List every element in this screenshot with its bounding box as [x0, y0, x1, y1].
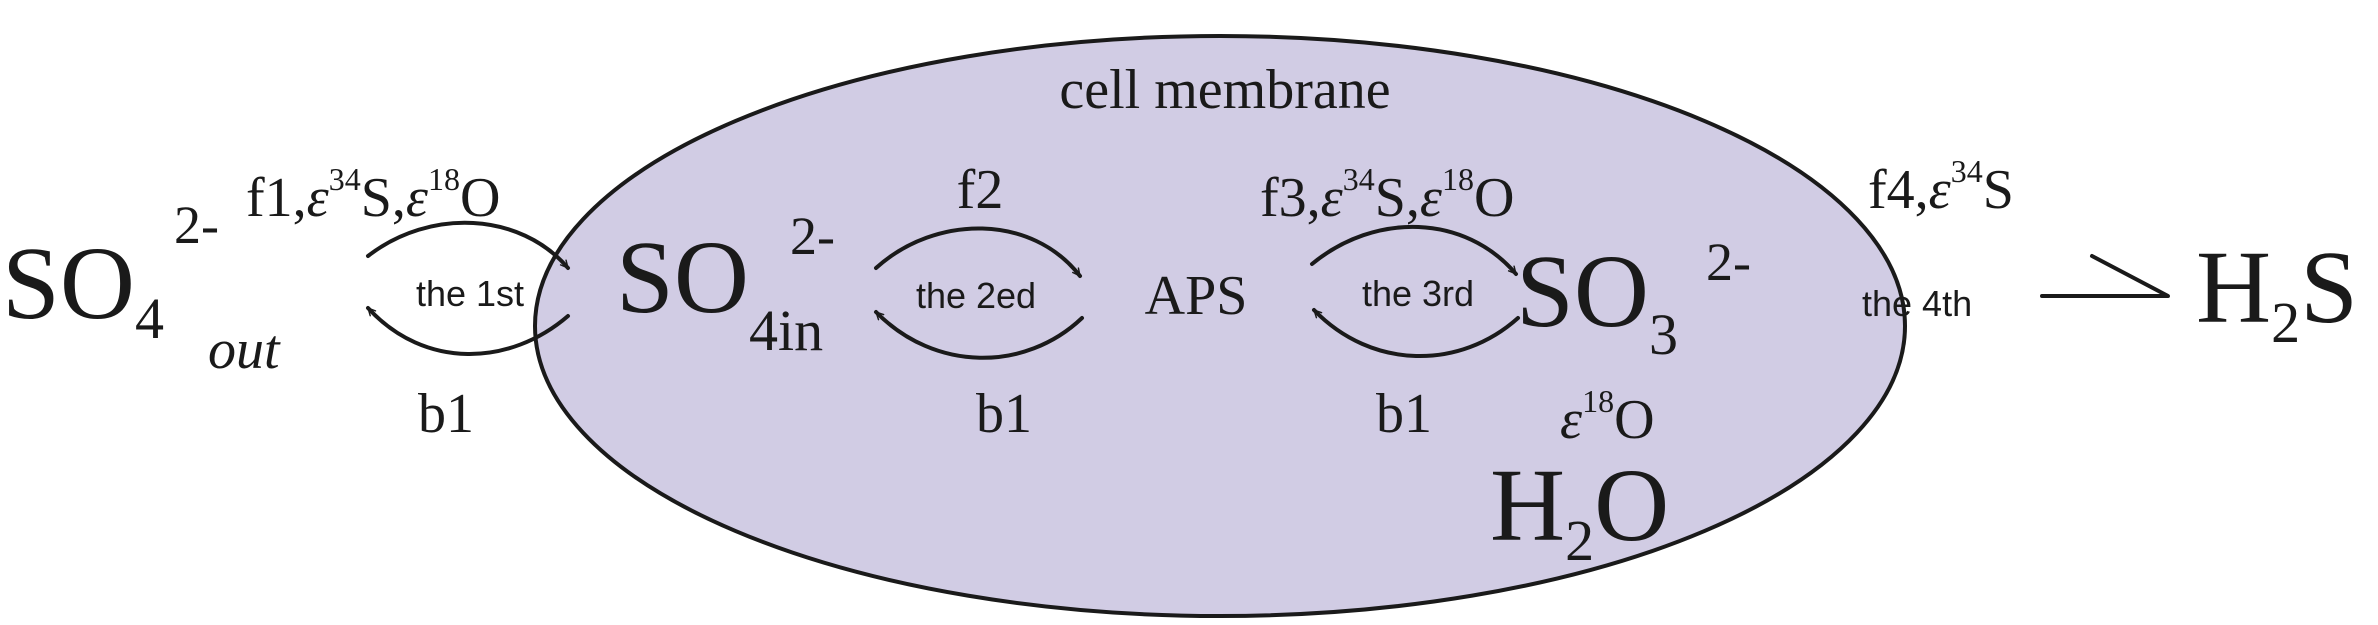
- step-2-forward-arrow: [874, 226, 1082, 278]
- so3-sub: 3: [1649, 302, 1678, 367]
- species-so3: SO3 2-: [1516, 232, 1751, 367]
- h2o-sub: 2: [1565, 508, 1594, 573]
- species-aps: APS: [1145, 265, 1248, 327]
- so3-sup: 2-: [1706, 232, 1751, 292]
- step-3-forward-arrow: [1310, 225, 1518, 276]
- step-4-forward-label: f4,ε34S: [1868, 153, 2014, 221]
- step-1-back-arrow: [366, 306, 570, 356]
- step-1: f1,ε34S,ε18O the 1st b1: [246, 161, 570, 445]
- h2o-pre: H: [1490, 448, 1565, 563]
- step-2-back-arrow: [874, 310, 1084, 360]
- h2s-sub: 2: [2271, 290, 2300, 355]
- svg-text:SO42-: SO42-: [2, 195, 219, 351]
- species-so4-out: SO42- out: [2, 195, 281, 381]
- so4-in-sub: 4in: [749, 298, 823, 363]
- step-4: f4,ε34S the 4th: [1862, 153, 2170, 324]
- species-so4-in: SO4in 2-: [616, 206, 835, 363]
- step-3-back-arrow: [1312, 308, 1520, 358]
- species-h2o: ε18O H2O: [1490, 383, 1669, 573]
- cell-membrane-ellipse: [533, 34, 1907, 618]
- step-3-forward-label: f3,ε34S,ε18O: [1260, 161, 1514, 229]
- step-2-label: the 2ed: [916, 275, 1036, 316]
- so4-in-sup: 2-: [790, 206, 835, 266]
- step-3-back-label: b1: [1376, 383, 1432, 445]
- so4-out-sup: 2-: [174, 195, 219, 255]
- h2s-post: S: [2300, 230, 2358, 345]
- step-1-back-label: b1: [418, 383, 474, 445]
- step-3: f3,ε34S,ε18O the 3rd b1: [1260, 161, 1520, 445]
- svg-text:SO4in: SO4in: [616, 220, 823, 363]
- h2o-epsilon-label: ε18O: [1560, 383, 1655, 451]
- svg-text:SO3: SO3: [1516, 234, 1678, 367]
- so4-out-main: SO: [2, 226, 135, 341]
- so4-out-sub: 4: [135, 286, 164, 351]
- step-1-label: the 1st: [416, 273, 524, 314]
- step-3-label: the 3rd: [1362, 273, 1474, 314]
- so3-main: SO: [1516, 234, 1649, 349]
- step-2: f2 the 2ed b1: [874, 159, 1084, 445]
- step-4-arrow: [2040, 254, 2170, 298]
- step-2-back-label: b1: [976, 383, 1032, 445]
- step-1-forward-label: f1,ε34S,ε18O: [246, 161, 500, 229]
- species-h2s: H2S: [2196, 230, 2358, 355]
- so4-out-tag: out: [208, 319, 281, 381]
- membrane-label: cell membrane: [1059, 59, 1390, 121]
- step-2-forward-label: f2: [957, 159, 1004, 221]
- h2s-pre: H: [2196, 230, 2271, 345]
- step-1-forward-arrow: [366, 220, 570, 270]
- svg-text:H2O: H2O: [1490, 448, 1669, 573]
- step-4-label: the 4th: [1862, 283, 1972, 324]
- h2o-post: O: [1594, 448, 1669, 563]
- so4-in-main: SO: [616, 220, 749, 335]
